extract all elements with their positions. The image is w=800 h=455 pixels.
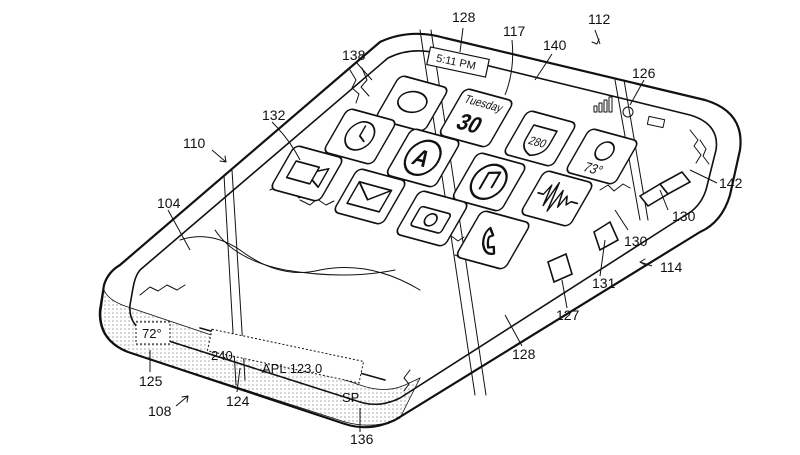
ref-128-top: 128	[452, 9, 476, 25]
ref-125: 125	[139, 373, 163, 389]
highway-app-icon: 280	[504, 110, 576, 167]
video-app-icon	[271, 145, 343, 202]
ref-124: 124	[226, 393, 250, 409]
phone-app-icon	[456, 210, 530, 270]
ref-114: 114	[660, 259, 683, 275]
clock-app-icon	[324, 108, 396, 165]
ref-128-bottom: 128	[512, 346, 536, 362]
weather-temp: 73°	[580, 159, 606, 178]
edge-count: 240	[211, 348, 233, 363]
reference-numerals: 128 117 112 140 138 126 110 132 142 104 …	[139, 9, 743, 447]
ref-130-right: 130	[672, 208, 696, 224]
edge-temp-box	[135, 321, 171, 345]
app-grid: Tuesday 30 280 A 73°	[271, 75, 638, 270]
time-box	[426, 46, 490, 78]
wifi-icon	[622, 106, 634, 118]
highway-number: 280	[526, 135, 549, 151]
device-outer-edge	[98, 32, 742, 429]
messages-app-icon	[376, 75, 448, 132]
ref-112: 112	[588, 11, 611, 27]
ref-140: 140	[543, 37, 567, 53]
app-store-icon: A	[386, 128, 460, 188]
ref-108: 108	[148, 403, 172, 419]
music-app-icon	[452, 152, 526, 212]
ref-117: 117	[503, 23, 526, 39]
side-icon-131	[593, 220, 620, 252]
signal-icon	[593, 96, 613, 113]
ref-127: 127	[556, 307, 580, 323]
leader-lines	[149, 27, 718, 432]
edge-ticker-box	[206, 328, 365, 384]
ref-142: 142	[719, 175, 743, 191]
battery-icon	[646, 115, 666, 129]
calendar-app-icon: Tuesday 30	[439, 88, 513, 148]
edge-corner: SP	[342, 390, 359, 405]
camera-app-icon	[396, 190, 468, 247]
status-bar: 5:11 PM	[426, 46, 666, 129]
weather-app-icon: 73°	[566, 128, 638, 185]
edge-temp: 72°	[142, 326, 162, 341]
ref-138: 138	[342, 47, 366, 63]
ref-126: 126	[632, 65, 656, 81]
volume-down-button	[658, 170, 692, 196]
voice-memo-app-icon	[521, 170, 593, 227]
ref-136: 136	[350, 431, 374, 447]
side-buttons	[547, 170, 692, 284]
mail-app-icon	[334, 168, 406, 225]
ref-132: 132	[262, 107, 286, 123]
ref-110: 110	[183, 135, 206, 151]
leader-arrows	[181, 38, 646, 403]
edge-display: 72° 240 APL 123.0 SP	[135, 321, 386, 405]
ref-130-lower: 130	[624, 233, 648, 249]
ref-131: 131	[592, 275, 616, 291]
side-icon-127	[547, 252, 573, 284]
edge-stock: APL 123.0	[262, 361, 322, 376]
ref-104: 104	[157, 195, 181, 211]
